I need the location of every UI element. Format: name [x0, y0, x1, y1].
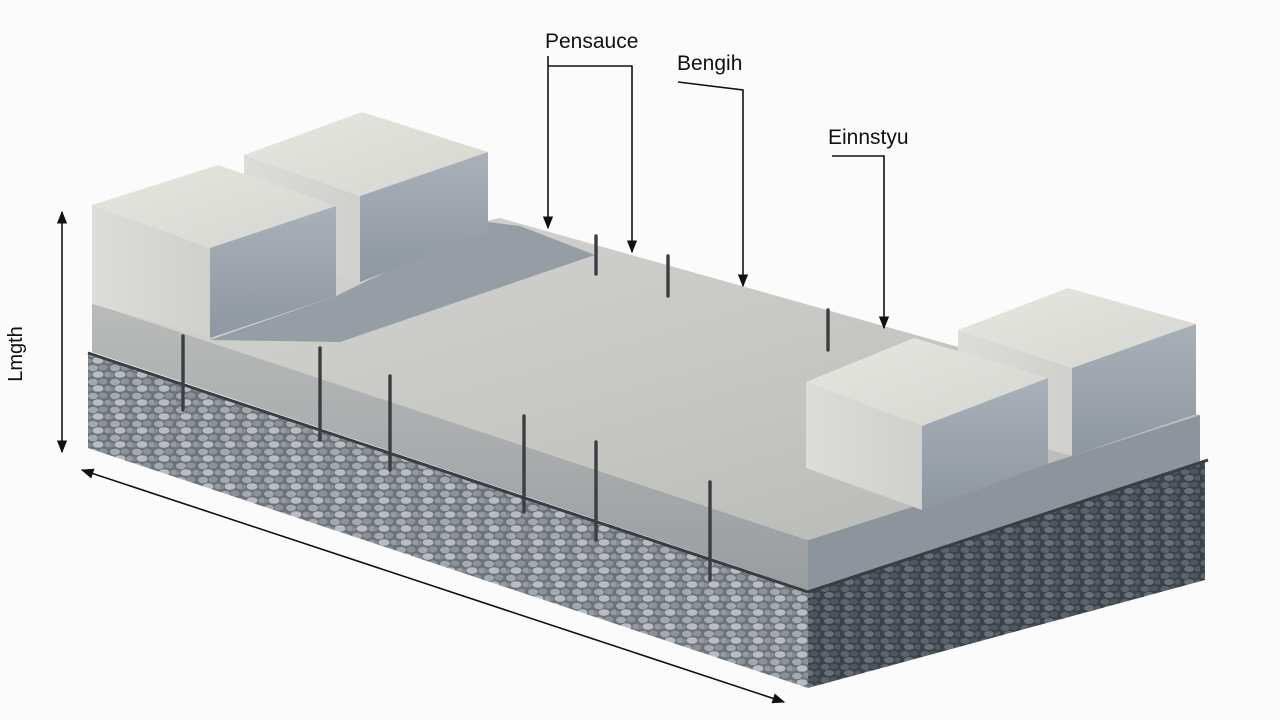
- block-top: [806, 338, 1048, 426]
- block-shadows: [210, 222, 595, 342]
- block-front: [360, 152, 488, 282]
- concrete-block-front-right: [806, 338, 1048, 510]
- leader-einnstyu: [832, 155, 890, 330]
- block-top: [244, 112, 488, 196]
- dimension-lines: [56, 210, 786, 704]
- block-top: [958, 288, 1196, 368]
- callout-label-pensauce: Pensauce: [545, 30, 638, 53]
- block-side: [92, 205, 210, 338]
- slab-right-side: [808, 415, 1200, 590]
- gravel-right-face: [808, 460, 1205, 688]
- callout-labels: Pensauce Bengih Einnstyu: [545, 30, 909, 149]
- callout-label-bengih: Bengih: [677, 52, 742, 75]
- right-blocks: [806, 288, 1196, 510]
- callout-label-einnstyu: Einnstyu: [828, 126, 909, 149]
- left-blocks: [92, 112, 488, 338]
- leader-bengih: [677, 81, 749, 288]
- block-front: [1072, 324, 1196, 456]
- block-top: [92, 165, 336, 248]
- callout-leaders: [542, 56, 890, 330]
- block-side: [806, 382, 922, 510]
- block-front: [210, 206, 336, 338]
- leader-pensauce-right: [548, 65, 638, 254]
- shadow-left-blocks: [210, 222, 595, 342]
- rebar-horizontal-right: [807, 458, 1209, 594]
- vertical-dimension-label: Lmgth: [5, 326, 27, 382]
- concrete-block-front-left: [92, 165, 336, 338]
- horizontal-dimension-arrow: [80, 468, 786, 704]
- block-front: [922, 378, 1048, 510]
